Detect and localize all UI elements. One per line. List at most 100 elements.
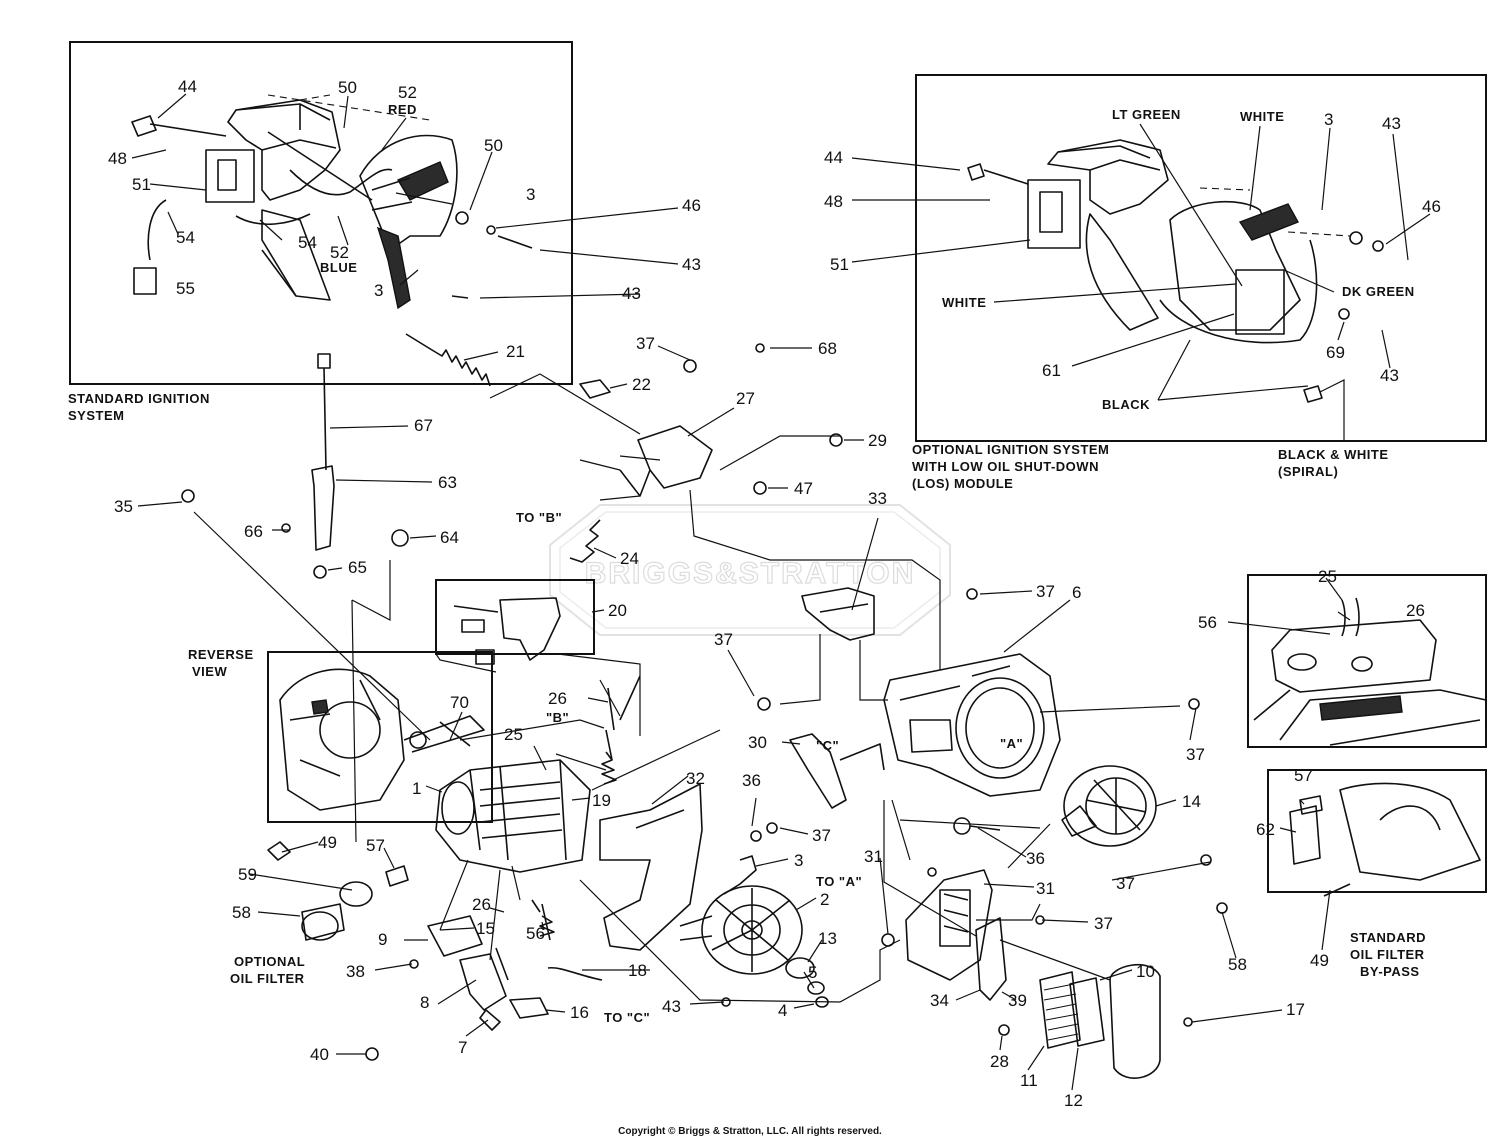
callout-3: 3 [374,281,383,300]
caption-optional-oil-filter-2: OIL FILTER [230,971,305,986]
callout-34: 34 [930,991,949,1010]
callout-27: 27 [736,389,755,408]
standard-ignition-frame [69,41,573,385]
ref-to-b: TO "B" [516,510,562,525]
callout-52: 52 [330,243,349,262]
callout-2: 2 [820,890,829,909]
callout-36: 36 [1026,849,1045,868]
callout-31: 31 [864,847,883,866]
callout-22: 22 [632,375,651,394]
callout-20: 20 [608,601,627,620]
callout-68: 68 [818,339,837,358]
optional-ignition-drawing [967,139,1384,403]
callout-15: 15 [476,919,495,938]
callout-10: 10 [1136,962,1155,981]
callout-37: 37 [1094,914,1113,933]
caption-bypass: STANDARD [1350,930,1426,945]
callout-56: 56 [1198,613,1217,632]
caption-optional-ignition-2: WITH LOW OIL SHUT-DOWN [912,459,1099,474]
copyright-notice: Copyright © Briggs & Stratton, LLC. All … [618,1126,882,1137]
wire-label-dk-green: DK GREEN [1342,284,1415,299]
caption-optional-ignition: OPTIONAL IGNITION SYSTEM [912,442,1109,457]
callout-8: 8 [420,993,429,1012]
callout-52: 52 [398,83,417,102]
callout-36: 36 [742,771,761,790]
callout-31: 31 [1036,879,1055,898]
callout-37: 37 [1036,582,1055,601]
callout-43: 43 [662,997,681,1016]
callout-21: 21 [506,342,525,361]
engine-assembly-drawing [181,333,1228,1079]
callout-37: 37 [812,826,831,845]
callout-37: 37 [1186,745,1205,764]
callout-12: 12 [1064,1091,1083,1110]
callout-4: 4 [778,1001,787,1020]
callout-61: 61 [1042,361,1061,380]
callout-18: 18 [628,961,647,980]
oil-filter-detail-frame [1247,574,1487,748]
callout-43: 43 [682,255,701,274]
callout-25: 25 [504,725,523,744]
callout-57: 57 [366,836,385,855]
callout-30: 30 [748,733,767,752]
callout-43: 43 [622,284,641,303]
callout-35: 35 [114,497,133,516]
captions: STANDARD IGNITION SYSTEM OPTIONAL IGNITI… [68,391,1426,986]
callout-14: 14 [1182,792,1201,811]
callout-26: 26 [548,689,567,708]
callout-43: 43 [1380,366,1399,385]
callout-46: 46 [682,196,701,215]
callout-50: 50 [484,136,503,155]
callout-11: 11 [1020,1071,1038,1090]
callout-48: 48 [824,192,843,211]
callout-51: 51 [830,255,849,274]
callout-17: 17 [1286,1000,1305,1019]
callout-6: 6 [1072,583,1081,602]
ref-b: "B" [546,710,569,725]
wire-label-black: BLACK [1102,397,1150,412]
optional-ignition-frame [915,74,1487,442]
caption-bypass-2: OIL FILTER [1350,947,1425,962]
callout-19: 19 [592,791,611,810]
callout-3: 3 [526,185,535,204]
caption-standard-ignition: STANDARD IGNITION [68,391,210,406]
bypass-drawing [1289,782,1481,897]
callout-32: 32 [686,769,705,788]
callout-54: 54 [298,233,317,252]
callout-9: 9 [378,930,387,949]
callout-26: 26 [472,895,491,914]
callout-49: 49 [1310,951,1329,970]
callout-40: 40 [310,1045,329,1064]
bypass-frame [1267,769,1487,893]
part-callouts: 44 50 52 50 48 51 3 46 54 54 52 43 55 3 … [108,77,1441,1110]
callout-33: 33 [868,489,887,508]
caption-reverse-view-2: VIEW [192,664,227,679]
callout-38: 38 [346,962,365,981]
ref-a: "A" [1000,736,1023,751]
callout-37: 37 [636,334,655,353]
callout-49: 49 [318,833,337,852]
callout-39: 39 [1008,991,1027,1010]
callout-3: 3 [794,851,803,870]
caption-optional-oil-filter: OPTIONAL [234,954,305,969]
callout-43: 43 [1382,114,1401,133]
callout-24: 24 [620,549,639,568]
callout-58: 58 [1228,955,1247,974]
callout-55: 55 [176,279,195,298]
reverse-view-drawing [279,668,485,811]
callout-56: 56 [526,924,545,943]
callout-25: 25 [1318,567,1337,586]
caption-standard-ignition-2: SYSTEM [68,408,124,423]
callout-1: 1 [412,779,421,798]
oil-filter-detail-drawing [1253,597,1487,746]
wire-label-red: RED [388,102,417,117]
caption-reverse-view: REVERSE [188,647,254,662]
leader-lines [131,93,1431,1091]
wire-label-black-white: BLACK & WHITE [1278,447,1389,462]
wire-label-white-top: WHITE [1240,109,1284,124]
callout-47: 47 [794,479,813,498]
callout-3: 3 [1324,110,1333,129]
reverse-view-frame [267,651,493,823]
callout-37: 37 [714,630,733,649]
